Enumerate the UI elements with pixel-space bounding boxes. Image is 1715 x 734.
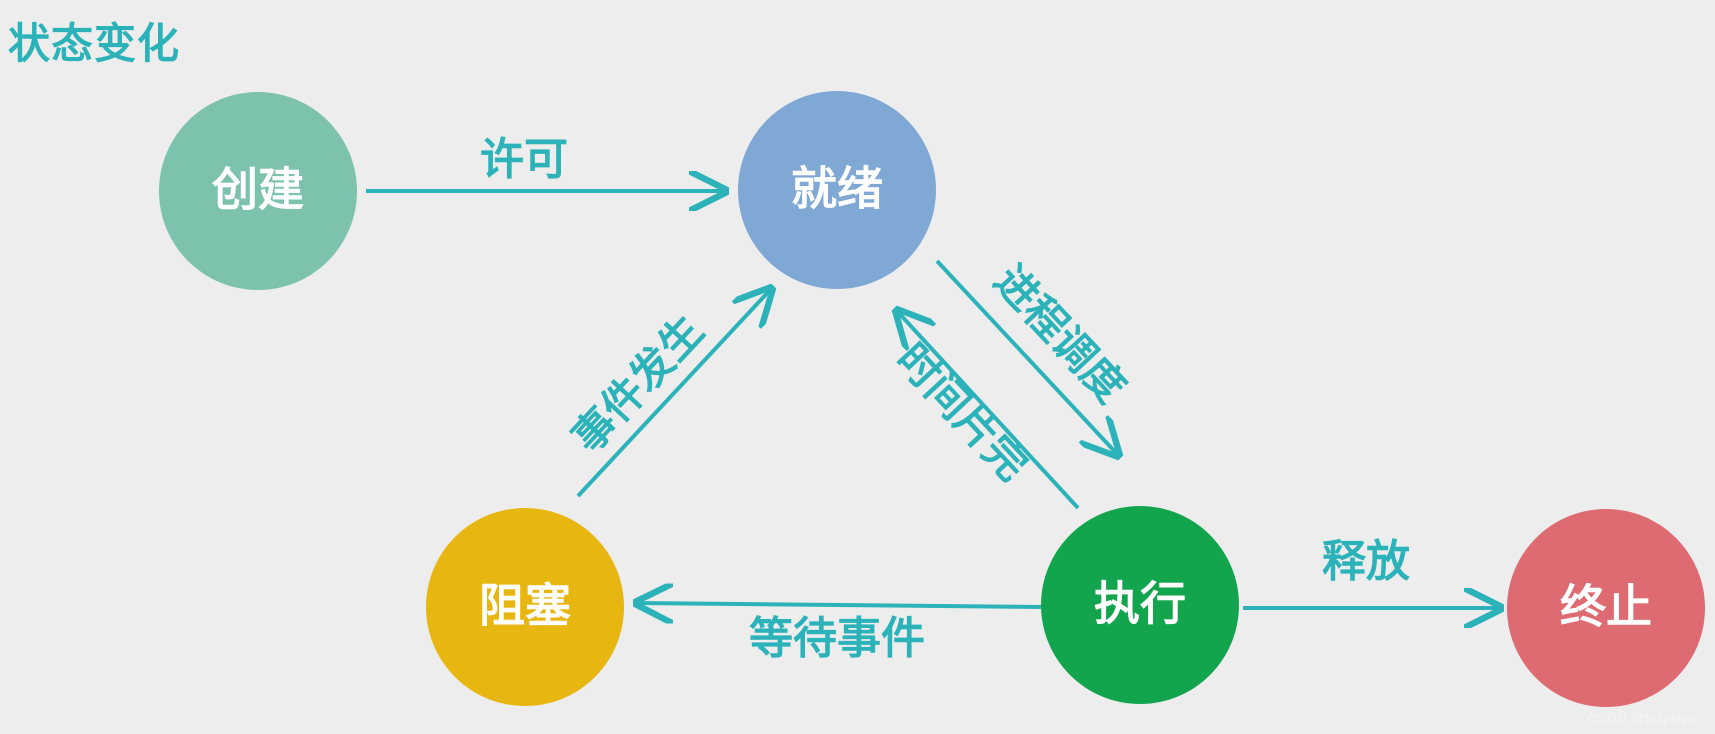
- state-ready: 就绪: [738, 91, 936, 289]
- arrow-event-occurs: [576, 289, 771, 498]
- label-timeslice: 时间片完: [887, 334, 1037, 490]
- state-blocked-label: 阻塞: [479, 579, 571, 633]
- state-terminated-label: 终止: [1560, 580, 1652, 634]
- state-ready-label: 就绪: [791, 162, 883, 216]
- label-permit: 许可: [480, 134, 568, 185]
- watermark: CSDN @twfplayer: [1587, 710, 1701, 726]
- state-running-label: 执行: [1094, 577, 1186, 631]
- state-create: 创建: [159, 92, 357, 290]
- arrow-schedule: [935, 259, 1118, 455]
- state-blocked: 阻塞: [426, 508, 624, 706]
- label-event-occurs: 事件发生: [563, 306, 713, 462]
- label-wait-event: 等待事件: [749, 613, 925, 664]
- state-terminated: 终止: [1507, 509, 1705, 707]
- diagram-title: 状态变化: [8, 19, 181, 68]
- arrow-wait-event: [637, 603, 1044, 607]
- label-release: 释放: [1322, 536, 1410, 587]
- state-create-label: 创建: [212, 163, 304, 217]
- state-running: 执行: [1041, 506, 1239, 704]
- arrow-timeslice: [897, 311, 1080, 510]
